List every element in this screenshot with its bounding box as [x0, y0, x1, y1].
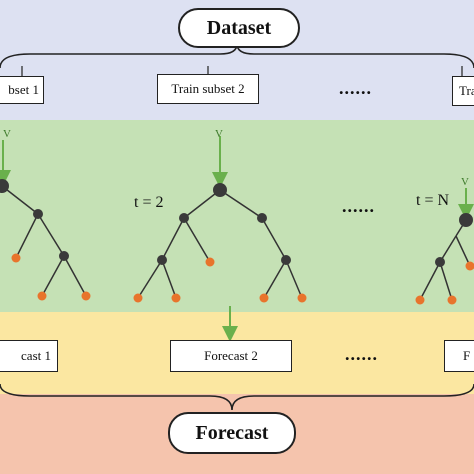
forecast-2-box: Forecast 2	[170, 340, 292, 372]
forecast-1-box: cast 1	[0, 340, 58, 372]
forecast-output-node: Forecast	[168, 412, 296, 454]
train-subset-n-box: Tra	[452, 76, 474, 106]
tree-ellipsis: ......	[342, 196, 375, 216]
tree-2	[137, 189, 303, 299]
tree-2-root-node	[213, 183, 227, 197]
tree-1-internal-node	[33, 209, 43, 219]
forecast-brace	[0, 383, 474, 411]
trees-band	[0, 120, 474, 312]
train-subset-n-label: Tra	[459, 83, 474, 98]
forecast-ellipsis: ......	[345, 344, 378, 364]
train-subset-2-label: Train subset 2	[171, 81, 245, 96]
tree-1-root-node	[0, 179, 9, 193]
tree-2-internal-node	[179, 213, 189, 223]
tree-1-nodes	[0, 179, 91, 301]
train-subset-1-box: bset 1	[0, 76, 44, 104]
forecast-n-box: F	[444, 340, 474, 372]
train-subset-2-box: Train subset 2	[157, 74, 259, 104]
tree-2-nodes	[133, 183, 307, 303]
tree-1-internal-node	[59, 251, 69, 261]
tree-n-internal-node	[435, 257, 445, 267]
forecast-n-label: F	[463, 348, 471, 363]
tree-2-internal-node	[281, 255, 291, 265]
input-label-1: V	[3, 128, 11, 140]
tree-1-leaf-node	[11, 253, 21, 263]
tree-2-leaf-node	[205, 257, 215, 267]
tree-1	[1, 185, 87, 297]
tree-1-leaf-node	[81, 291, 91, 301]
tree-1-leaf-node	[37, 291, 47, 301]
tree-2-label: t = 2	[134, 194, 164, 211]
subset-ellipsis: ......	[339, 78, 372, 98]
forecast-1-label: cast 1	[21, 348, 51, 363]
input-label-3: V	[461, 176, 469, 188]
tree-2-leaf-node	[297, 293, 307, 303]
dataset-node: Dataset	[178, 8, 300, 48]
tree-2-internal-node	[157, 255, 167, 265]
tree-n	[419, 219, 471, 301]
tree-2-leaf-node	[171, 293, 181, 303]
tree-2-leaf-node	[259, 293, 269, 303]
tree-n-leaf-node	[415, 295, 425, 305]
tree-n-root-node	[459, 213, 473, 227]
tree-n-label: t = N	[416, 192, 450, 209]
tree-n-nodes	[415, 213, 474, 305]
tree-2-leaf-node	[133, 293, 143, 303]
tree-n-leaf-node	[447, 295, 457, 305]
input-label-2: V	[215, 128, 223, 140]
train-subset-1-label: bset 1	[8, 82, 39, 97]
tree-n-leaf-node	[465, 261, 474, 271]
forecast-2-label: Forecast 2	[204, 348, 258, 363]
tree-2-internal-node	[257, 213, 267, 223]
